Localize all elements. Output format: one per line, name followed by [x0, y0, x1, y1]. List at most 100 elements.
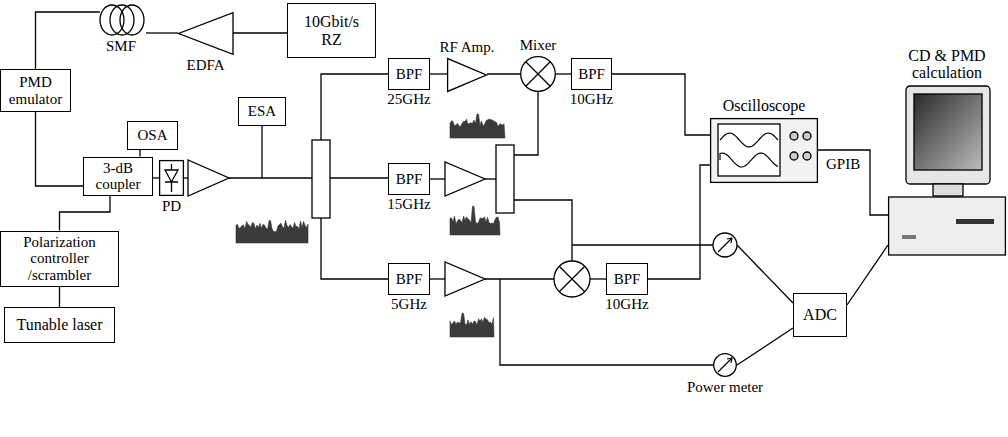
- node-label: Polarization controller /scrambler: [1, 234, 118, 284]
- node-label: 3-dB coupler: [84, 160, 152, 193]
- node-label: BPF: [396, 66, 423, 83]
- rf-wire: [430, 178, 445, 179]
- instrument-box: OSA: [127, 121, 178, 150]
- node-label: EDFA: [186, 57, 224, 74]
- filter-box: BPF5GHz: [388, 263, 430, 295]
- node-label: Tunable laser: [16, 316, 102, 334]
- node-label: BPF: [614, 271, 641, 288]
- connector-line: [487, 73, 520, 74]
- spectrum-trace: [450, 114, 505, 138]
- fiber-wire: [36, 12, 101, 69]
- osc-shape: [803, 132, 811, 140]
- connector-line: [737, 328, 793, 365]
- diode-shape: [165, 170, 178, 182]
- rf-wire: [737, 245, 793, 303]
- osc-shape: [718, 124, 780, 176]
- mixer-symbol: [554, 261, 590, 297]
- amplifier-node: RF Amp.: [447, 58, 487, 92]
- connector-line: [233, 32, 287, 33]
- tri-right-shape: [447, 58, 487, 92]
- connector-line: [59, 287, 60, 308]
- meter-shape: [713, 353, 737, 377]
- mixer-circle: [554, 261, 590, 297]
- splitter: [496, 145, 514, 213]
- node-label: BPF: [396, 271, 423, 288]
- meter-node: Power meter: [713, 353, 737, 377]
- frequency-label: 10GHz: [605, 296, 648, 313]
- node-label: ESA: [248, 103, 276, 120]
- filter-box: BPF25GHz: [388, 58, 430, 90]
- frequency-label: 10GHz: [570, 91, 613, 108]
- amplifier-symbol: [445, 162, 485, 196]
- tri-left-shape: [178, 12, 233, 55]
- pc-shape: [933, 184, 963, 196]
- tri-left-shape: [179, 13, 233, 55]
- node-label: PD: [162, 198, 181, 215]
- meter-needle: [718, 238, 732, 252]
- photodiode-node: PD: [159, 160, 184, 196]
- mixer-shape: [521, 57, 556, 92]
- connector-line: [36, 112, 84, 186]
- laser-box: Tunable laser: [4, 307, 115, 343]
- osc-shape: [711, 119, 818, 183]
- pc-shape: [906, 86, 990, 184]
- osc-shape: [803, 152, 811, 160]
- rf-wire: [590, 278, 606, 279]
- connector-line: [60, 196, 111, 231]
- instrument-box: ESA: [238, 97, 286, 126]
- spectrum-trace: [450, 206, 500, 235]
- frequency-label: 15GHz: [387, 196, 430, 213]
- node-label: BPF: [396, 171, 423, 188]
- node-label: Power meter: [687, 379, 763, 396]
- connector-line: [556, 73, 571, 74]
- fiber-label: SMF: [106, 38, 136, 55]
- meter-shape: [714, 354, 737, 377]
- bus-label: GPIB: [826, 156, 860, 173]
- connector-line: [430, 73, 447, 74]
- spectrum-trace: [450, 313, 494, 337]
- diode-shape: [165, 164, 178, 192]
- osc-shape: [720, 133, 778, 147]
- amplifier-symbol: [445, 262, 485, 296]
- node-label: Mixer: [520, 37, 557, 54]
- rf-wire: [321, 218, 388, 279]
- mixer-cross: [559, 266, 585, 292]
- pc-shape: [889, 197, 1006, 255]
- connector-line: [847, 245, 888, 305]
- converter-box: ADC: [793, 293, 847, 337]
- fiber-loop: [120, 5, 144, 35]
- connector-line: [612, 74, 710, 135]
- rf-wire: [261, 126, 262, 178]
- wire: [36, 12, 794, 365]
- meter-circle: [713, 233, 737, 257]
- node-label: OSA: [137, 127, 167, 144]
- filter-box: BPF15GHz: [388, 163, 430, 195]
- coupler-box: 3-dB coupler: [83, 157, 153, 196]
- osc-shape: [790, 152, 798, 160]
- source-box: 10Gbit/s RZ: [287, 3, 376, 58]
- meter-shape: [718, 358, 732, 372]
- frequency-label: 5GHz: [391, 296, 427, 313]
- filter-box: BPF10GHz: [571, 58, 612, 90]
- spectrum-trace: [236, 220, 308, 243]
- rf-wire: [229, 177, 312, 178]
- osc-shape: [710, 118, 818, 183]
- rf-wire: [430, 278, 445, 279]
- controller-box: Polarization controller /scrambler: [0, 231, 119, 287]
- fiber-coil: [100, 5, 144, 35]
- pc-shape: [902, 235, 916, 239]
- osc-shape: [720, 153, 778, 167]
- mixer-shape: [520, 56, 556, 92]
- mixer-shape: [526, 62, 551, 87]
- filter-box: BPF10GHz: [606, 263, 648, 295]
- emulator-box: PMD emulator: [0, 69, 71, 112]
- osc-shape: [790, 132, 798, 140]
- node-label: PMD emulator: [1, 74, 70, 107]
- tri-right-shape: [448, 59, 487, 92]
- pc-shape: [888, 85, 1006, 263]
- amplifier-symbol: [188, 160, 229, 196]
